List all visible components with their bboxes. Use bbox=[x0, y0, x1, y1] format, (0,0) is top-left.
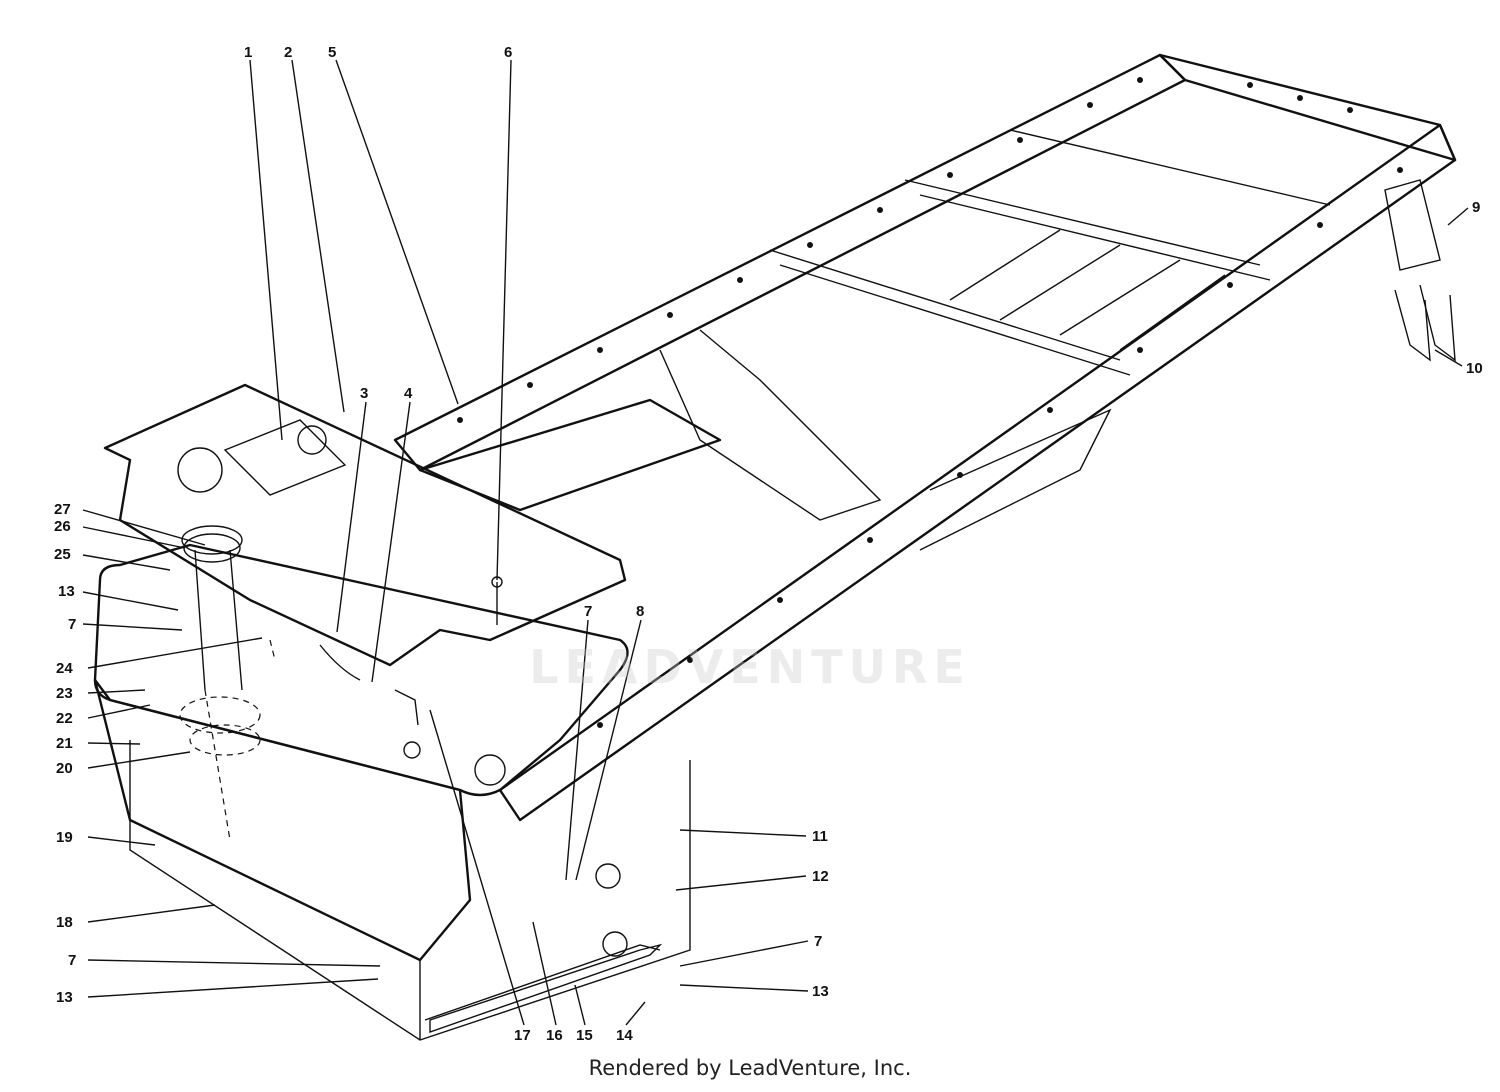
callout-1: 1 bbox=[244, 44, 252, 61]
callout-4: 4 bbox=[404, 385, 413, 402]
callout-22: 22 bbox=[56, 710, 73, 727]
callout-6: 6 bbox=[504, 44, 512, 61]
callout-26: 26 bbox=[54, 518, 71, 535]
callout-13b: 13 bbox=[56, 989, 73, 1006]
fuel-tank bbox=[93, 525, 691, 1041]
callout-16: 16 bbox=[546, 1027, 563, 1044]
callout-17: 17 bbox=[514, 1027, 531, 1044]
render-credit-caption: Rendered by LeadVenture, Inc. bbox=[588, 1056, 912, 1080]
callout-19: 19 bbox=[56, 829, 73, 846]
callout-7b: 7 bbox=[584, 603, 592, 620]
callout-5: 5 bbox=[328, 44, 336, 61]
callout-21: 21 bbox=[56, 735, 73, 752]
callout-25: 25 bbox=[54, 546, 71, 563]
callout-8: 8 bbox=[636, 603, 644, 620]
callout-12: 12 bbox=[812, 868, 829, 885]
callout-24: 24 bbox=[56, 660, 73, 677]
callout-9: 9 bbox=[1472, 199, 1480, 216]
callout-7c: 7 bbox=[68, 952, 76, 969]
callout-18: 18 bbox=[56, 914, 73, 931]
callout-27: 27 bbox=[54, 501, 71, 518]
callout-20: 20 bbox=[56, 760, 73, 777]
callout-13c: 13 bbox=[812, 983, 829, 1000]
callout-23: 23 bbox=[56, 685, 73, 702]
leader-lines bbox=[82, 59, 1469, 1026]
callout-13a: 13 bbox=[58, 583, 75, 600]
callout-3: 3 bbox=[360, 385, 368, 402]
callout-7d: 7 bbox=[814, 933, 822, 950]
watermark-logo: LEADVENTURE bbox=[529, 640, 971, 694]
callout-15: 15 bbox=[576, 1027, 593, 1044]
callouts: 1 2 5 6 3 4 9 10 27 26 25 13 7 24 23 22 … bbox=[54, 44, 1483, 1044]
callout-11: 11 bbox=[812, 828, 828, 845]
frame-assembly bbox=[393, 53, 1457, 822]
callout-2: 2 bbox=[284, 44, 292, 61]
top-cover-plate bbox=[103, 383, 627, 726]
callout-7a: 7 bbox=[68, 616, 76, 633]
callout-14: 14 bbox=[616, 1027, 633, 1044]
callout-10: 10 bbox=[1466, 360, 1483, 377]
